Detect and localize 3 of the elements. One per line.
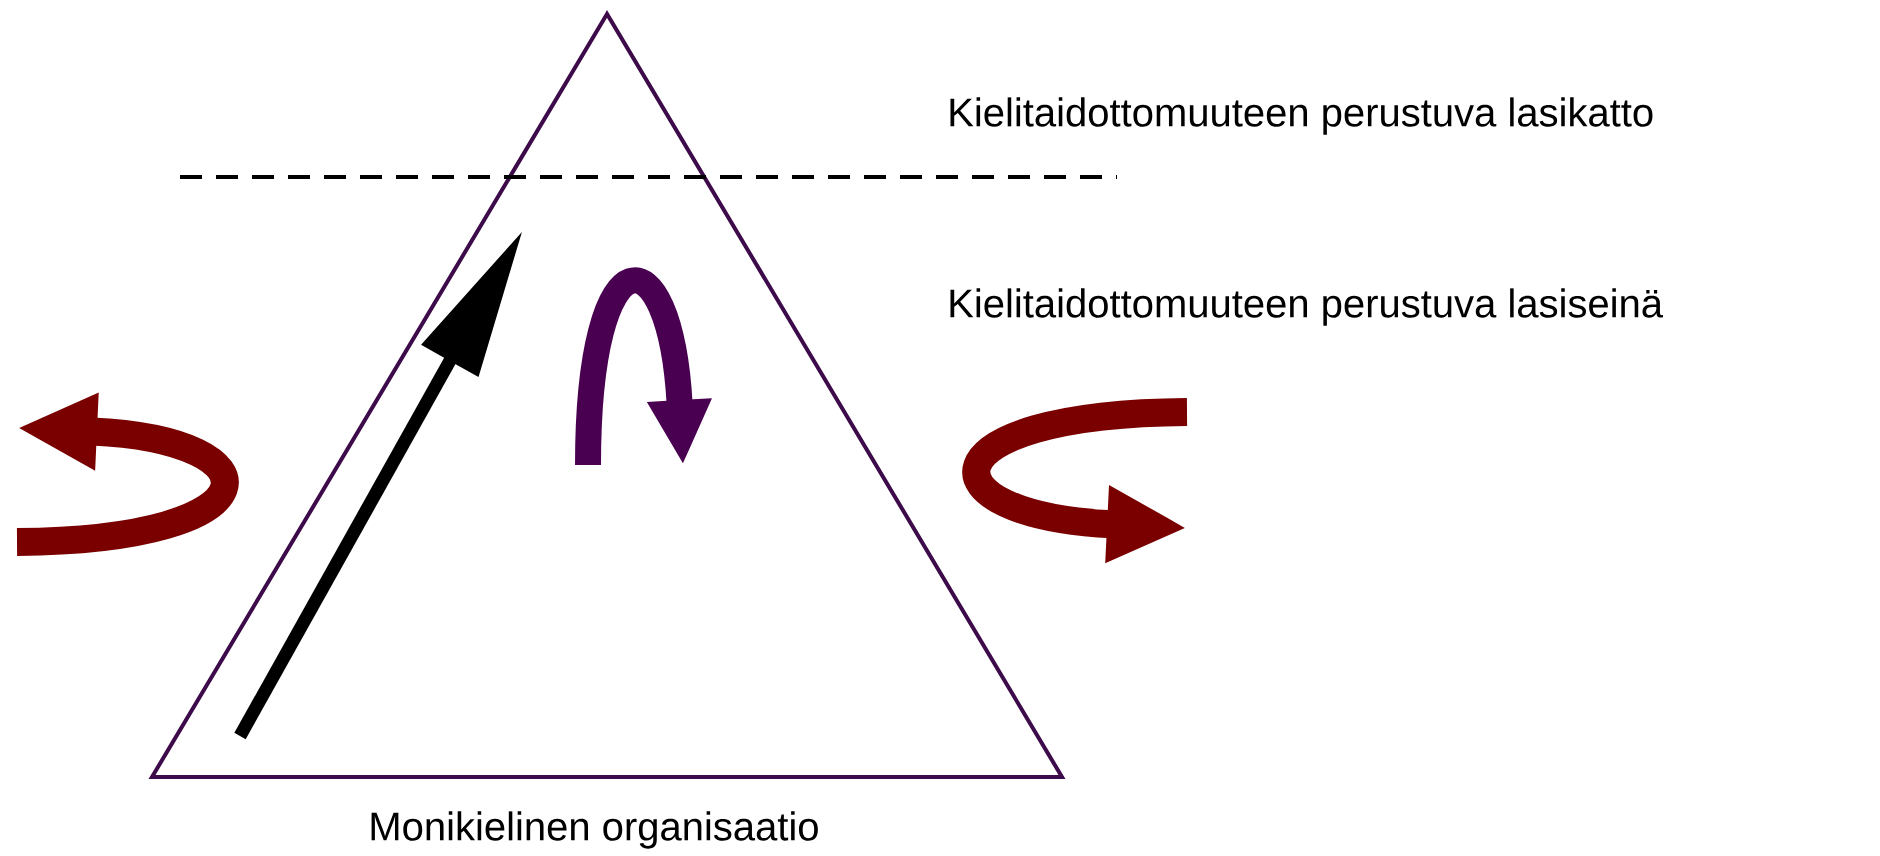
label: Kielitaidottomuuteen perustuva lasiseinä [950,288,1664,326]
label: Kielitaidottomuuteen perustuva lasikatto [950,97,1653,135]
node-label: Monikielinen organisaatio [371,811,818,849]
